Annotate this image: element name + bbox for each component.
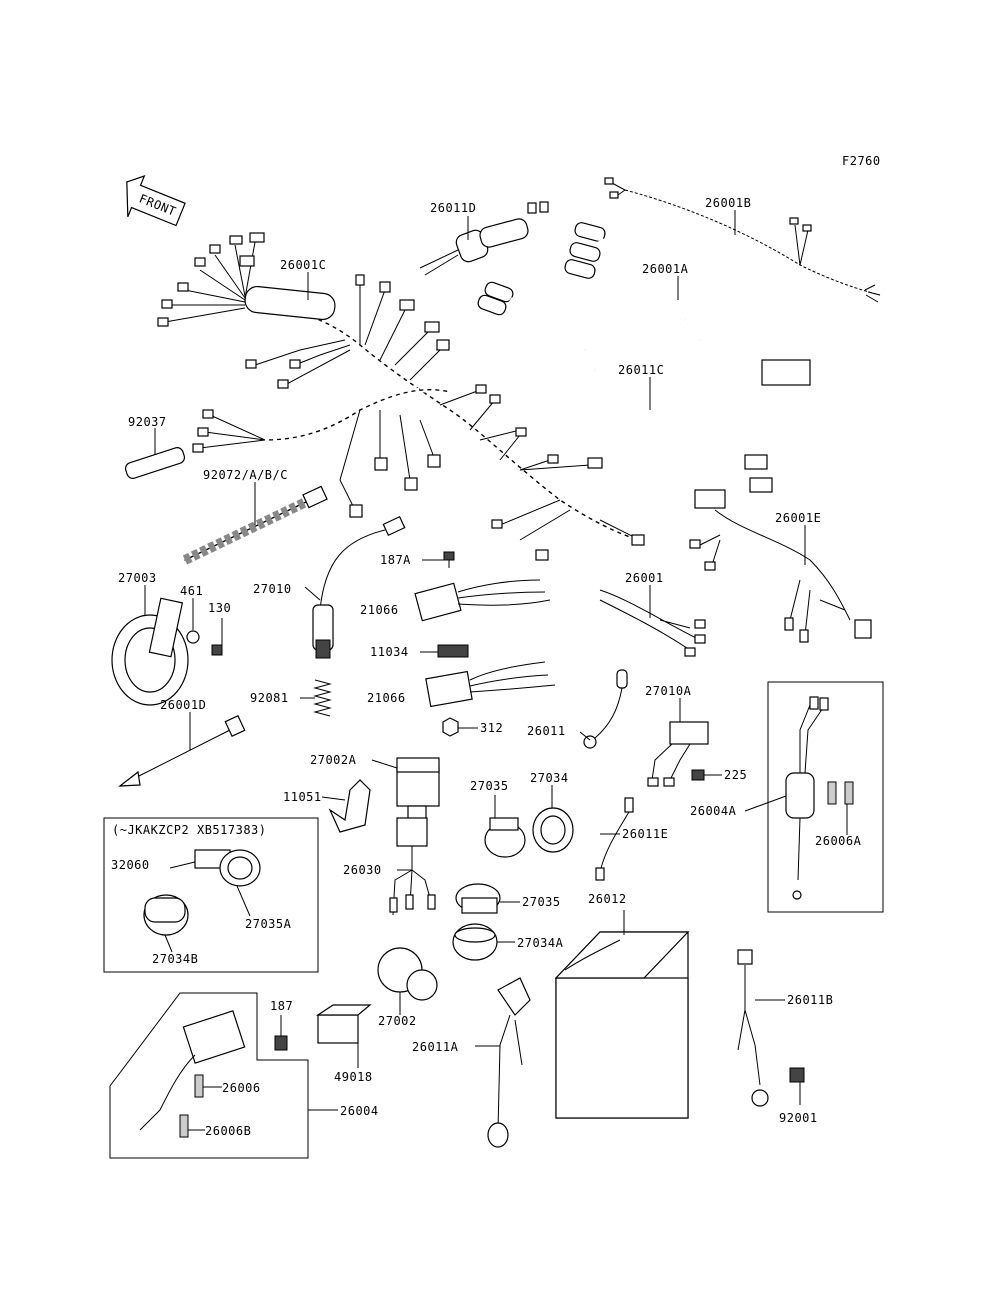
label-26011e: 26011E <box>622 827 668 841</box>
inset-box-label: (~JKAKZCP2 XB517383) <box>112 823 267 837</box>
label-27035-lower: 27035 <box>522 895 561 909</box>
motor-27034a <box>452 923 515 961</box>
label-27034b: 27034B <box>152 952 198 966</box>
switch-27010 <box>304 515 406 659</box>
label-27034a: 27034A <box>517 936 564 950</box>
label-27002: 27002 <box>378 1014 417 1028</box>
clamp-27035-upper <box>484 795 526 858</box>
label-26006: 26006 <box>222 1081 261 1095</box>
label-187: 187 <box>270 999 293 1013</box>
label-27010: 27010 <box>253 582 292 596</box>
label-225: 225 <box>724 768 747 782</box>
label-26006a: 26006A <box>815 834 862 848</box>
label-26001d: 26001D <box>160 698 206 712</box>
bracket-11051 <box>321 779 371 833</box>
label-130: 130 <box>208 601 231 615</box>
nut-312 <box>442 717 478 737</box>
cable-26011 <box>579 669 628 749</box>
label-461: 461 <box>180 584 203 598</box>
label-27034: 27034 <box>530 771 569 785</box>
bolt-187 <box>274 1015 288 1051</box>
part-92037 <box>124 428 186 479</box>
harness-26011c <box>477 281 773 493</box>
clamp-27035-lower <box>455 883 520 914</box>
relay-27002 <box>377 947 438 1015</box>
harness-26001e <box>689 489 872 643</box>
label-27035a: 27035A <box>245 917 292 931</box>
harness-26001a <box>564 222 811 386</box>
inset-early-models <box>103 817 319 973</box>
label-26011c: 26011C <box>618 363 664 377</box>
sleeve-26011d <box>419 201 549 276</box>
label-11051: 11051 <box>283 790 322 804</box>
label-26011: 26011 <box>527 724 566 738</box>
label-27010a: 27010A <box>645 684 692 698</box>
label-26004a: 26004A <box>690 804 737 818</box>
label-26030: 26030 <box>343 863 382 877</box>
motor-27034 <box>532 785 574 853</box>
harness-26001 <box>599 585 706 657</box>
switch-27010a <box>647 698 709 787</box>
bolt-92001 <box>789 1067 805 1105</box>
label-49018: 49018 <box>334 1070 373 1084</box>
bolt-187a <box>422 551 455 568</box>
cable-26011e <box>595 797 634 881</box>
connector-26030 <box>389 817 436 916</box>
label-26011b: 26011B <box>787 993 833 1007</box>
label-26011a: 26011A <box>412 1040 459 1054</box>
figure-id: F2760 <box>842 154 881 168</box>
horn-27003 <box>111 585 189 706</box>
label-187a: 187A <box>380 553 411 567</box>
label-26012: 26012 <box>588 892 627 906</box>
label-92072: 92072/A/B/C <box>203 468 288 482</box>
cable-26001d <box>118 712 246 787</box>
label-26001: 26001 <box>625 571 664 585</box>
regulator-21066-lower <box>425 661 556 708</box>
front-arrow-icon: FRONT <box>126 175 186 227</box>
regulator-21066-upper <box>414 579 551 622</box>
label-26001c: 26001C <box>280 258 326 272</box>
label-26001b: 26001B <box>705 196 751 210</box>
label-312: 312 <box>480 721 503 735</box>
cable-26011b <box>737 949 785 1107</box>
battery-26012 <box>554 910 690 1119</box>
part-11034 <box>420 644 469 658</box>
label-26001e: 26001E <box>775 511 821 525</box>
band-92072 <box>182 482 328 565</box>
label-27002a: 27002A <box>310 753 357 767</box>
label-26001a: 26001A <box>642 262 689 276</box>
label-92081: 92081 <box>250 691 289 705</box>
bolt-225 <box>691 769 722 781</box>
main-harness-26001c <box>157 232 645 561</box>
label-32060: 32060 <box>111 858 150 872</box>
relay-49018 <box>316 1004 372 1068</box>
nut-461 <box>186 598 200 644</box>
label-26011d: 26011D <box>430 201 476 215</box>
label-92037: 92037 <box>128 415 167 429</box>
inset-26004 <box>109 992 338 1159</box>
inset-26004a <box>744 681 884 913</box>
label-27035-upper: 27035 <box>470 779 509 793</box>
spring-92081 <box>300 679 332 717</box>
label-26006b: 26006B <box>205 1124 251 1138</box>
cable-26011a <box>475 977 531 1148</box>
harness-26001b <box>604 177 881 303</box>
label-11034: 11034 <box>370 645 409 659</box>
label-92001: 92001 <box>779 1111 818 1125</box>
label-21066-lower: 21066 <box>367 691 406 705</box>
label-26004: 26004 <box>340 1104 379 1118</box>
relay-27002a <box>371 757 440 821</box>
bolt-130 <box>211 618 223 656</box>
label-21066-upper: 21066 <box>360 603 399 617</box>
label-27003: 27003 <box>118 571 157 585</box>
